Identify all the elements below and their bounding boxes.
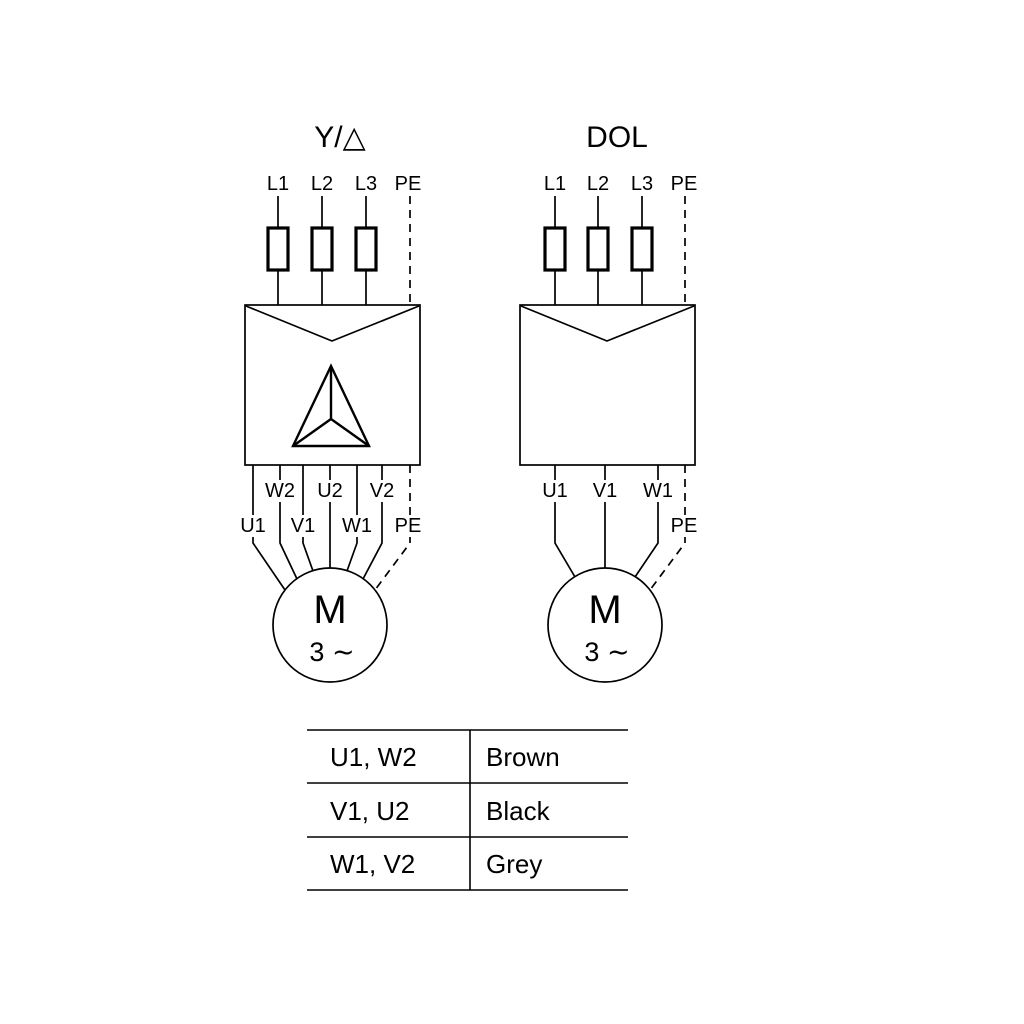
delta-symbol [291,363,371,448]
delta-symbol-spokes [292,366,370,447]
label-backplate [539,480,571,502]
star-delta-diagram: Y/△ L1 L2 L3 PE W2 U2 [237,121,424,683]
terminal-label-v2: V2 [370,480,394,502]
motor-lead-v1 [302,465,314,572]
table-cell-color: Black [486,796,551,826]
label-backplate [341,515,373,537]
label-backplate [287,515,319,537]
terminal-label-pe: PE [671,173,698,195]
label-backplate [365,480,399,502]
fuse-l2 [586,226,610,272]
terminal-label-u2: U2 [317,480,343,502]
dol-diagram: DOL L1 L2 L3 PE U1 V1 W1 PE [519,121,700,683]
fuse-l2 [310,226,334,272]
chevron-symbol [245,305,420,342]
terminal-label-v1: V1 [291,515,315,537]
terminal-label-pe-bottom: PE [671,515,698,537]
fuse-l1 [266,226,290,272]
terminal-label-u1: U1 [542,480,568,502]
fuse-l3 [630,226,654,272]
terminal-label-l2: L2 [587,173,609,195]
pe-wire-dashed-bottom [374,465,411,591]
terminal-label-pe-bottom: PE [395,515,422,537]
starter-box [519,304,696,466]
motor-phase-label: 3 ∼ [309,637,354,667]
terminal-label-w1: W1 [643,480,673,502]
terminal-label-w2: W2 [265,480,295,502]
terminal-label-l2: L2 [311,173,333,195]
dol-title: DOL [586,121,648,154]
terminal-label-u1: U1 [240,515,266,537]
label-backplate [642,480,674,502]
starter-box [244,304,421,466]
motor-phase-label: 3 ∼ [584,637,629,667]
terminal-label-l3: L3 [631,173,653,195]
label-backplate [392,515,424,537]
table-cell-terminals: W1, V2 [330,849,415,879]
pe-wire-dashed-bottom [649,465,686,591]
motor-circle [272,567,388,683]
motor-lead-w1 [346,465,358,572]
fuse-l3 [354,226,378,272]
fuse-l1 [543,226,567,272]
motor-symbol: M [588,588,621,632]
terminal-label-l3: L3 [355,173,377,195]
terminal-label-l1: L1 [267,173,289,195]
table-cell-terminals: U1, W2 [330,742,417,772]
terminal-label-v1: V1 [593,480,617,502]
color-table: U1, W2 Brown V1, U2 Black W1, V2 Grey [307,729,628,891]
star-delta-title: Y/△ [314,121,365,154]
label-backplate [237,515,269,537]
label-backplate [313,480,347,502]
label-backplate [589,480,621,502]
label-backplate [668,515,700,537]
terminal-label-pe: PE [395,173,422,195]
terminal-label-l1: L1 [544,173,566,195]
table-cell-terminals: V1, U2 [330,796,410,826]
motor-circle [547,567,663,683]
motor-symbol: M [313,588,346,632]
table-cell-color: Brown [486,742,560,772]
terminal-label-w1: W1 [342,515,372,537]
table-cell-color: Grey [486,849,542,879]
chevron-symbol [520,305,695,342]
motor-lead-u1 [252,465,286,591]
label-backplate [263,480,297,502]
